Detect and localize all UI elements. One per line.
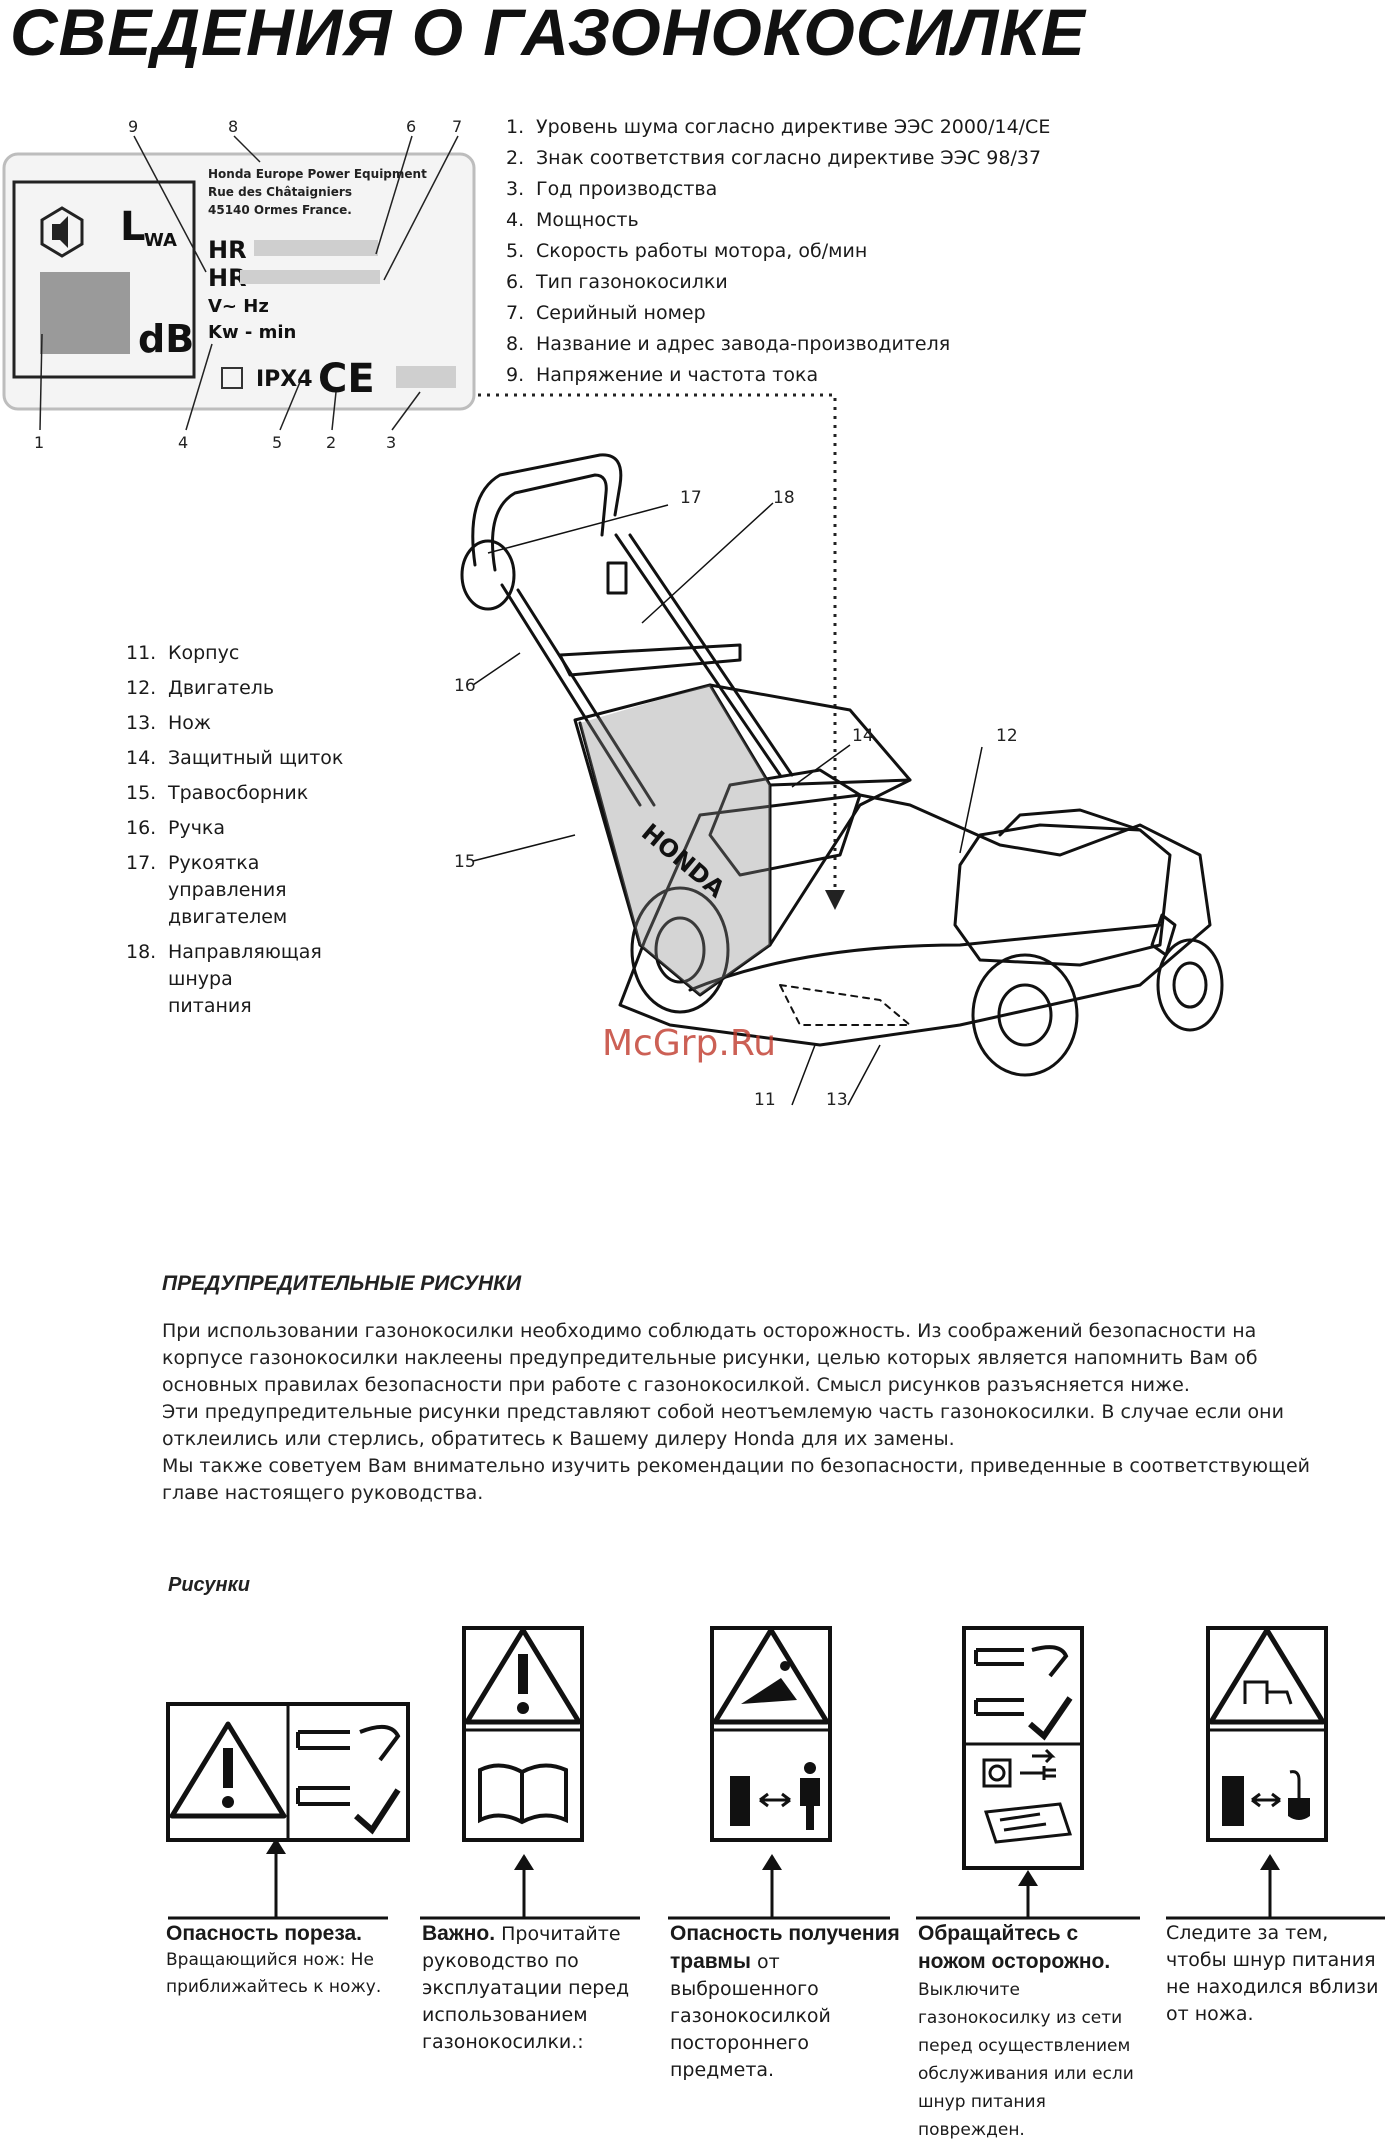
noise-symbol-icon — [40, 206, 84, 258]
caption-thrown-object: Опасность получения травмы от выброшенно… — [670, 1922, 900, 2081]
callout-9: 9 — [128, 117, 138, 136]
parts-legend-item: 12.Двигатель — [126, 677, 275, 699]
label-legend-item: 9.Напряжение и частота тока — [506, 364, 819, 386]
small-box-icon — [221, 367, 243, 389]
parts-legend-item: 18.Направляющая шнура питания — [126, 941, 322, 1017]
page-title: СВЕДЕНИЯ О ГАЗОНОКОСИЛКЕ — [10, 0, 1086, 69]
label-legend-item: 3.Год производства — [506, 178, 718, 200]
hr-label-1: HR — [208, 236, 247, 264]
parts-legend-item: 11.Корпус — [126, 642, 240, 664]
serial-field — [240, 270, 380, 284]
callout-14: 14 — [852, 726, 874, 746]
callout-1: 1 — [34, 433, 44, 452]
ce-mark: CE — [318, 356, 375, 402]
label-legend-item: 2.Знак соответствия согласно директиве Э… — [506, 147, 1042, 169]
callout-3: 3 — [386, 433, 396, 452]
label-legend-item: 8.Название и адрес завода-производителя — [506, 333, 951, 355]
callout-18: 18 — [773, 488, 795, 508]
hand-blade-icon — [974, 1645, 1073, 1741]
caption-cord-away: Следите за тем, чтобы шнур питания не на… — [1166, 1922, 1379, 2025]
callout-15: 15 — [454, 852, 476, 872]
watermark: McGrp.Ru — [602, 1023, 776, 1064]
label-location-connector — [478, 393, 837, 905]
manufacturer-line-2: Rue des Châtaigniers — [208, 185, 352, 199]
mower-illustration: HONDA 17 18 16 14 12 15 11 13 McGrp.Ru — [454, 393, 1224, 1110]
label-legend-item: 5.Скорость работы мотора, об/мин — [506, 240, 868, 262]
label-legend-item: 4.Мощность — [506, 209, 639, 231]
lwa-label: L — [120, 204, 146, 250]
distance-person-icon — [730, 1762, 820, 1830]
parts-legend-item: 17.Рукоятка управления двигателем — [126, 852, 288, 928]
hand-blade-icon — [296, 1724, 401, 1835]
model-field — [254, 240, 378, 256]
parts-legend-item: 14.Защитный щиток — [126, 747, 344, 769]
warnings-paragraph: При использовании газонокосилки необходи… — [162, 1320, 1258, 1396]
power-label: Kw - min — [208, 322, 296, 343]
parts-legend-item: 15.Травосборник — [126, 782, 309, 804]
voltage-label: V~ Hz — [208, 296, 269, 317]
callout-2: 2 — [326, 433, 336, 452]
book-icon — [478, 1763, 568, 1825]
parts-legend-item: 13.Нож — [126, 712, 212, 734]
manufacturer-line-1: Honda Europe Power Equipment — [208, 167, 427, 181]
label-legend-item: 1.Уровень шума согласно директиве ЭЭС 20… — [506, 116, 1051, 138]
manufacturer-line-3: 45140 Ormes France. — [208, 203, 352, 217]
warning-pictograms — [166, 1626, 1385, 1920]
lwa-sub-label: WA — [144, 230, 177, 251]
pictogram-blade-unplug — [962, 1626, 1084, 1918]
callout-8: 8 — [228, 117, 238, 136]
warnings-heading: ПРЕДУПРЕДИТЕЛЬНЫЕ РИСУНКИ — [162, 1272, 522, 1295]
callout-16: 16 — [454, 676, 476, 696]
label-legend-item: 6.Тип газонокосилки — [506, 271, 728, 293]
warnings-paragraph: Мы также советуем Вам внимательно изучит… — [162, 1455, 1310, 1504]
label-legend: 1.Уровень шума согласно директиве ЭЭС 20… — [506, 112, 1050, 391]
caption-blade-unplug: Обращайтесь с ножом осторожно. Выключите… — [918, 1922, 1134, 2140]
noise-level-field — [40, 272, 130, 354]
warnings-paragraph: Эти предупредительные рисунки представля… — [162, 1401, 1284, 1450]
label-legend-item: 7.Серийный номер — [506, 302, 706, 324]
callout-7: 7 — [452, 117, 462, 136]
pictogram-thrown-object — [710, 1626, 832, 1918]
pictures-heading: Рисунки — [168, 1574, 250, 1596]
plug-socket-icon — [982, 1748, 1073, 1844]
ipx-label: IPX4 — [256, 367, 313, 392]
year-field — [396, 366, 456, 388]
parts-legend: 11.Корпус 12.Двигатель 13.Нож 14.Защитны… — [126, 640, 368, 1028]
caption-cut-hazard: Опасность пореза. Вращающийся нож: Не пр… — [166, 1922, 382, 1997]
callout-4: 4 — [178, 433, 188, 452]
callout-12: 12 — [996, 726, 1018, 746]
warnings-body: При использовании газонокосилки необходи… — [162, 1318, 1342, 1507]
callout-11: 11 — [754, 1090, 776, 1110]
parts-legend-item: 16.Ручка — [126, 817, 226, 839]
cord-distance-icon — [1222, 1770, 1310, 1826]
callout-13: 13 — [826, 1090, 848, 1110]
callout-17: 17 — [680, 488, 702, 508]
label-plate: L WA dB Honda Europe Power Equipment Rue… — [2, 117, 476, 452]
pictogram-read-manual — [462, 1626, 584, 1918]
callout-6: 6 — [406, 117, 416, 136]
db-label: dB — [138, 317, 194, 361]
callout-5: 5 — [272, 433, 282, 452]
caption-read-manual: Важно. Прочитайте руководство по эксплуа… — [422, 1922, 630, 2053]
pictogram-cut-hazard — [166, 1702, 410, 1918]
pictogram-cord-away — [1206, 1626, 1328, 1918]
